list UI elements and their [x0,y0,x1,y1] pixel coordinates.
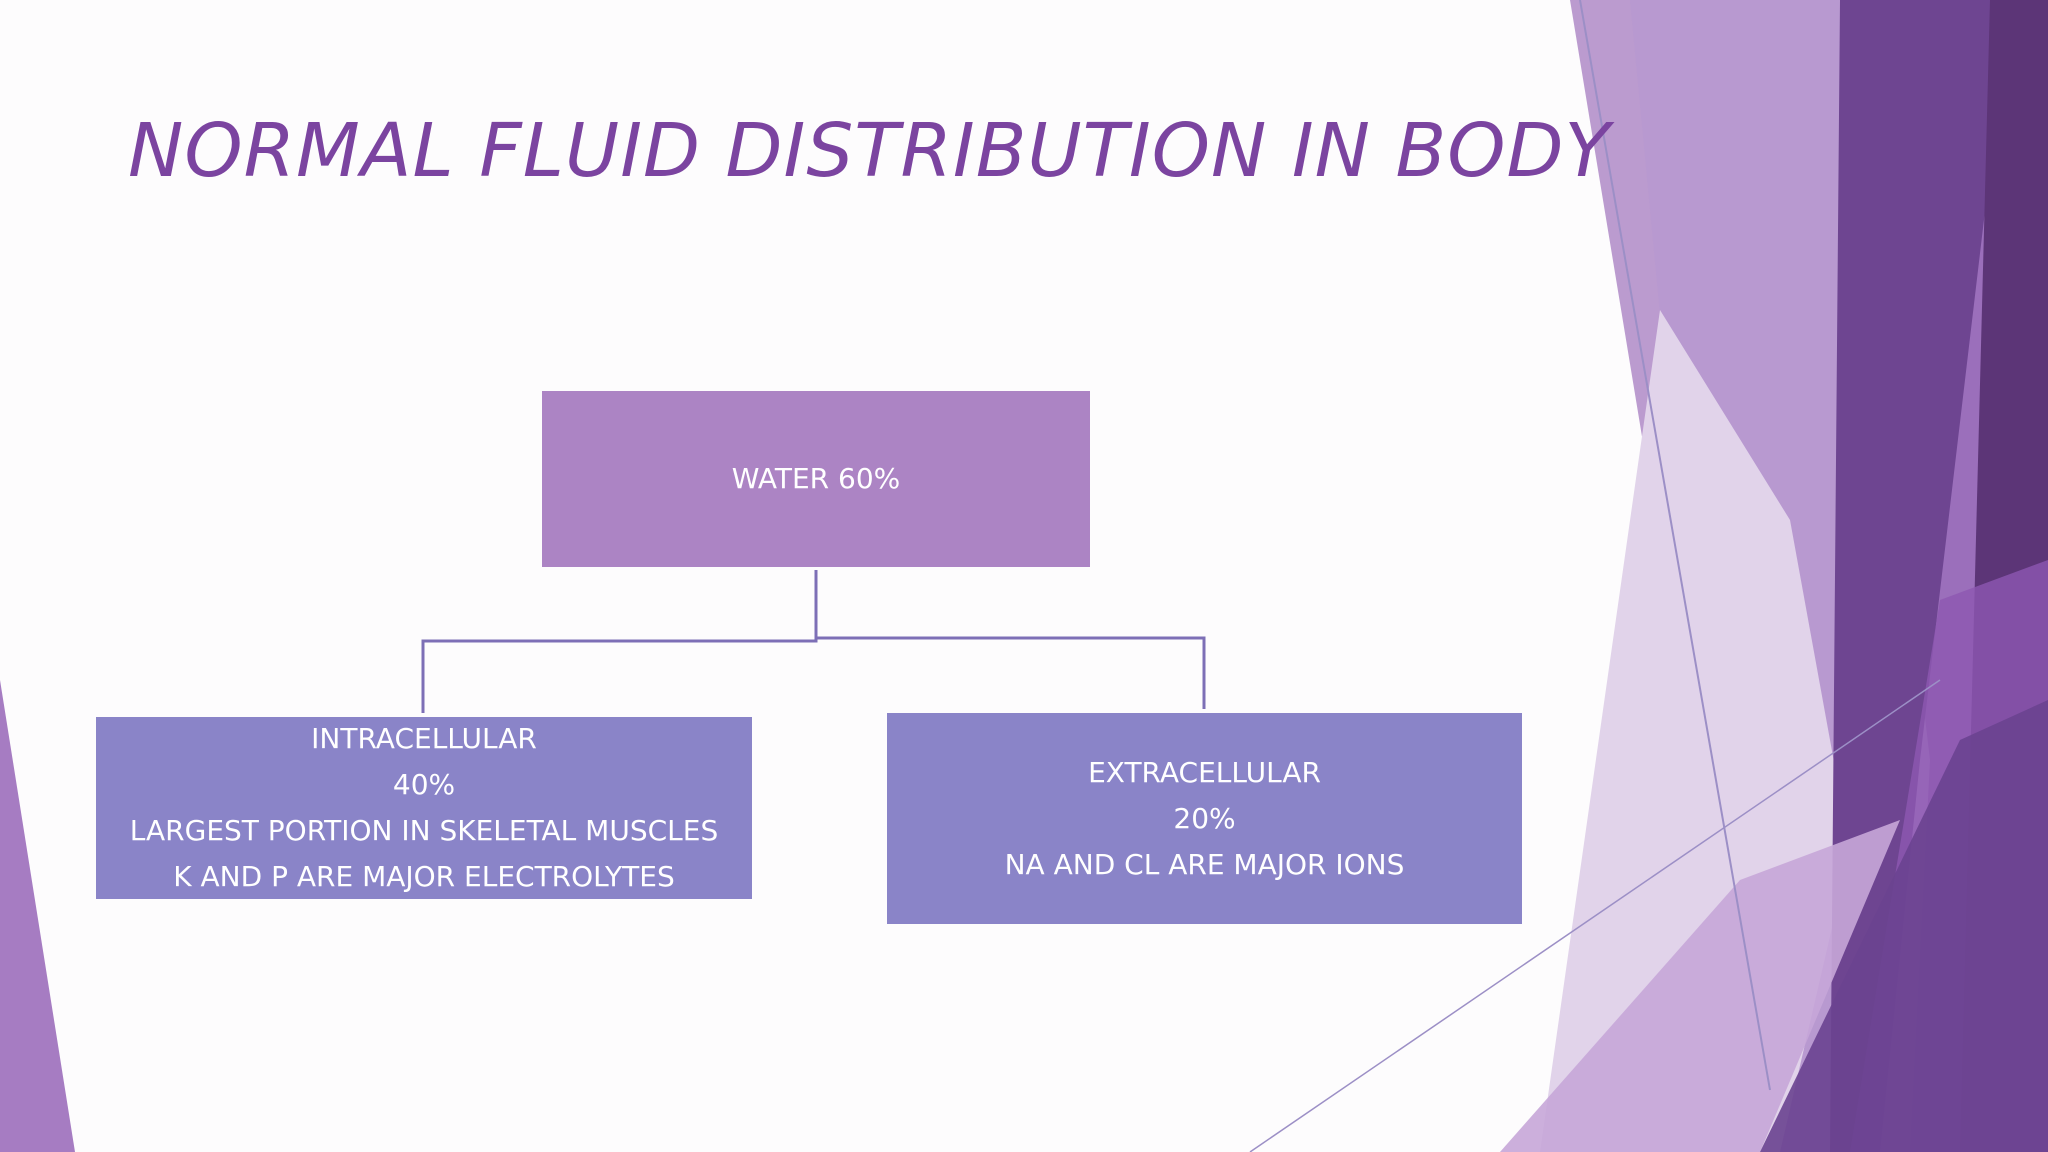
thin-diagonal-line-2 [1249,679,1941,1152]
connector-to-intracellular [421,570,818,713]
extracellular-heading: EXTRACELLULAR [1088,755,1321,789]
intracellular-detail-1: LARGEST PORTION IN SKELETAL MUSCLES [129,814,719,847]
thin-diagonal-line-1 [1579,0,1771,1091]
water-label: WATER 60% [731,462,901,495]
bottom-facet-dark [1760,700,2048,1152]
left-wedge-shape [0,680,75,1152]
intracellular-percent: 40% [392,768,456,801]
intracellular-heading: INTRACELLULAR [311,722,537,755]
bottom-facet-light [1500,820,1900,1152]
intracellular-box: INTRACELLULAR 40% LARGEST PORTION IN SKE… [96,717,752,899]
slide-title: NORMAL FLUID DISTRIBUTION IN BODY [128,108,1611,194]
extracellular-percent: 20% [1173,801,1236,835]
water-box: WATER 60% [542,391,1090,567]
intracellular-detail-2: K AND P ARE MAJOR ELECTROLYTES [173,860,675,893]
extracellular-detail-1: NA AND CL ARE MAJOR IONS [1004,847,1405,881]
extracellular-box: EXTRACELLULAR 20% NA AND CL ARE MAJOR IO… [887,713,1522,924]
connector-to-extracellular [816,636,1206,709]
